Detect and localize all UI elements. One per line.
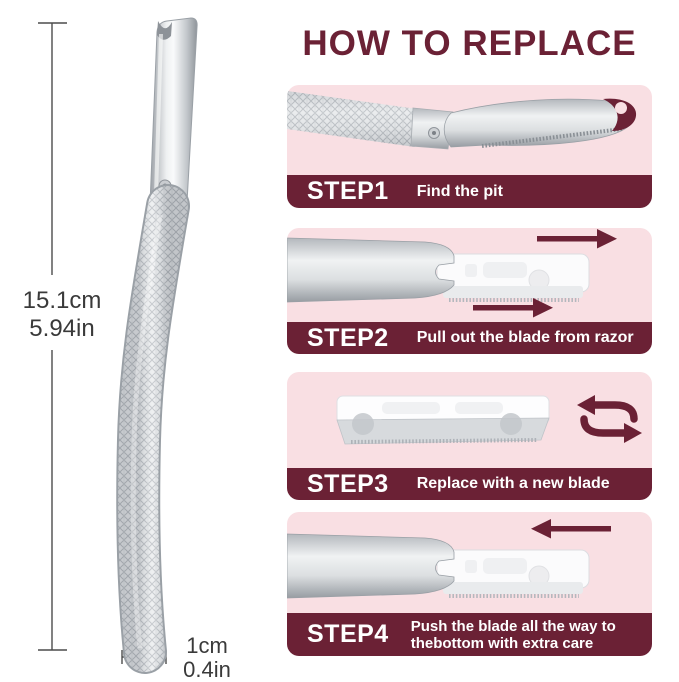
step2-illustration xyxy=(287,229,617,318)
razor-head xyxy=(443,98,635,148)
razor-side-view xyxy=(38,17,198,674)
step1-label: STEP1 xyxy=(307,177,389,205)
pit-highlight xyxy=(603,98,637,131)
replacement-blade xyxy=(336,395,550,445)
arrow-right-icon xyxy=(473,298,553,318)
arrow-left-icon xyxy=(531,519,611,539)
razor-handle xyxy=(116,184,190,674)
step4-image xyxy=(287,512,652,613)
step4-illustration xyxy=(287,519,611,599)
step3-bar: STEP3 Replace with a new blade xyxy=(287,468,652,500)
blade-cartridge xyxy=(436,549,590,598)
length-cm: 15.1cm xyxy=(22,287,102,314)
step2-image xyxy=(287,228,652,322)
step1-card: STEP1 Find the pit xyxy=(287,85,652,208)
arrow-right-icon xyxy=(537,229,617,249)
step4-label: STEP4 xyxy=(307,620,389,648)
step1-image xyxy=(287,85,652,175)
blade-cartridge xyxy=(436,253,590,302)
width-label: 1cm 0.4in xyxy=(172,634,242,682)
step2-label: STEP2 xyxy=(307,323,389,352)
step1-caption: Find the pit xyxy=(416,182,503,200)
step2-caption: Pull out the blade from razor xyxy=(416,329,634,346)
length-label: 15.1cm 5.94in xyxy=(6,287,118,343)
width-in: 0.4in xyxy=(183,657,231,682)
page-title: HOW TO REPLACE xyxy=(302,24,637,63)
step4-caption: Push the blade all the way to thebottom … xyxy=(410,617,616,652)
step4-card: STEP4 Push the blade all the way to theb… xyxy=(287,512,652,656)
serrated-edge xyxy=(350,438,538,444)
width-cm: 1cm xyxy=(186,633,228,658)
length-measure-line xyxy=(38,22,67,651)
pit-hole xyxy=(615,102,627,114)
razor-head xyxy=(287,533,455,599)
razor-head xyxy=(287,237,455,303)
step1-bar: STEP1 Find the pit xyxy=(287,175,652,208)
step3-illustration xyxy=(336,395,642,445)
step3-card: STEP3 Replace with a new blade xyxy=(287,372,652,500)
step3-label: STEP3 xyxy=(307,469,389,498)
step2-card: STEP2 Pull out the blade from razor xyxy=(287,228,652,354)
length-in: 5.94in xyxy=(29,315,95,342)
step4-bar: STEP4 Push the blade all the way to theb… xyxy=(287,613,652,656)
step3-image xyxy=(287,372,652,468)
step2-bar: STEP2 Pull out the blade from razor xyxy=(287,322,652,354)
razor-head xyxy=(149,17,198,209)
step1-illustration xyxy=(287,91,637,150)
swap-icon xyxy=(577,395,642,443)
step3-caption: Replace with a new blade xyxy=(416,475,610,492)
